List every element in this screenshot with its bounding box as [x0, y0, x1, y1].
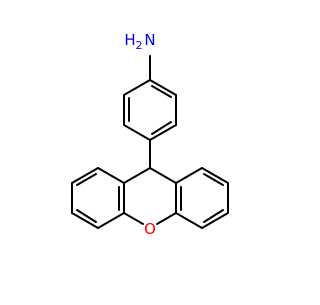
bond [97, 167, 125, 184]
double-bond [151, 85, 172, 98]
bond [149, 124, 177, 141]
bond [123, 167, 151, 184]
amine-h2-subscript: 2 [136, 39, 143, 52]
structure-canvas: H 2 N O [71, 31, 229, 238]
ether-o-label: O [144, 220, 156, 238]
right-benzo-ring [175, 167, 229, 229]
central-pyran-ring [123, 167, 177, 225]
amine-h-label: H [124, 31, 135, 49]
double-bond [76, 173, 97, 186]
double-bond [151, 121, 172, 135]
bond [201, 212, 229, 229]
bond [71, 167, 99, 184]
bond [149, 79, 177, 96]
bond [175, 167, 203, 184]
bond [156, 212, 177, 225]
bond [123, 79, 151, 96]
double-bond [76, 209, 97, 223]
molecule-drawing: H 2 N O [71, 31, 229, 238]
bond [175, 212, 203, 229]
aniline-ring [123, 79, 177, 141]
bond [123, 124, 151, 141]
bond [201, 167, 229, 184]
double-bond [203, 173, 224, 186]
amine-group: H 2 N [124, 31, 155, 52]
bond [97, 212, 125, 229]
bond [149, 167, 177, 184]
bond [123, 212, 144, 225]
double-bond [203, 209, 224, 223]
left-benzo-ring [71, 167, 125, 229]
amine-n-label: N [144, 31, 155, 49]
bond [71, 212, 99, 229]
